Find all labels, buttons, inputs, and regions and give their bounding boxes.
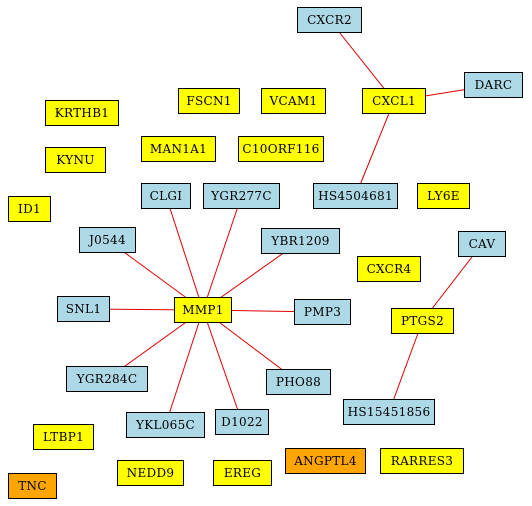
- edge-mmp1-clgi: [165, 195, 204, 311]
- node-cav[interactable]: CAV: [458, 231, 506, 257]
- edge-cxcl1-hs4504681: [355, 100, 395, 197]
- node-cxcr2[interactable]: CXCR2: [297, 7, 362, 33]
- node-kynu[interactable]: KYNU: [45, 147, 106, 173]
- node-tnc[interactable]: TNC: [8, 473, 57, 499]
- node-mmp1[interactable]: MMP1: [174, 297, 232, 323]
- node-nedd9[interactable]: NEDD9: [117, 460, 184, 486]
- node-vcam1[interactable]: VCAM1: [261, 88, 326, 114]
- edge-cxcr2-cxcl1: [329, 19, 395, 102]
- edge-mmp1-ygr277c: [202, 195, 242, 311]
- node-ly6e[interactable]: LY6E: [417, 183, 470, 209]
- node-hs4504681[interactable]: HS4504681: [313, 183, 398, 209]
- node-snl1[interactable]: SNL1: [57, 296, 110, 322]
- node-hs15451856[interactable]: HS15451856: [343, 399, 435, 425]
- node-pmp3[interactable]: PMP3: [294, 299, 351, 325]
- node-darc[interactable]: DARC: [464, 72, 523, 98]
- node-ybr1209[interactable]: YBR1209: [261, 228, 340, 254]
- node-clgi[interactable]: CLGI: [141, 183, 191, 209]
- node-ykl065c[interactable]: YKL065C: [126, 412, 205, 438]
- node-ereg[interactable]: EREG: [213, 460, 272, 486]
- node-angptl4[interactable]: ANGPTL4: [285, 448, 366, 474]
- node-ptgs2[interactable]: PTGS2: [391, 308, 454, 334]
- node-fscn1[interactable]: FSCN1: [178, 88, 240, 114]
- node-ygr284c[interactable]: YGR284C: [66, 366, 148, 392]
- node-man1a1[interactable]: MAN1A1: [141, 136, 216, 162]
- edge-ptgs2-hs15451856: [388, 320, 423, 413]
- node-id1[interactable]: ID1: [8, 196, 51, 222]
- edge-mmp1-ykl065c: [165, 309, 204, 426]
- node-krthb1[interactable]: KRTHB1: [45, 100, 119, 126]
- node-d1022[interactable]: D1022: [215, 409, 269, 435]
- node-ygr277c[interactable]: YGR277C: [203, 183, 280, 209]
- node-pho88[interactable]: PHO88: [266, 369, 331, 395]
- node-cxcl1[interactable]: CXCL1: [362, 88, 426, 114]
- node-c10orf116[interactable]: C10ORF116: [238, 136, 324, 162]
- node-cxcr4[interactable]: CXCR4: [357, 256, 421, 282]
- node-j0544[interactable]: J0544: [79, 227, 136, 253]
- edge-mmp1-d1022: [202, 309, 243, 423]
- node-ltbp1[interactable]: LTBP1: [33, 424, 94, 450]
- node-rarres3[interactable]: RARRES3: [380, 448, 464, 474]
